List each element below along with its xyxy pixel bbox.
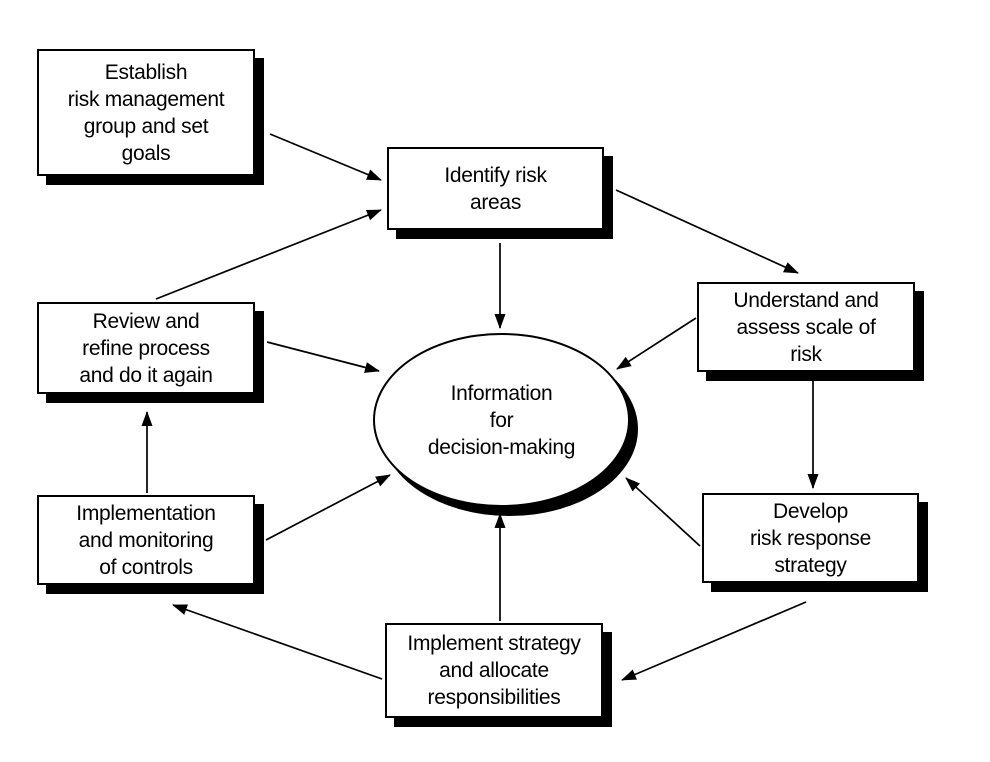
node-identify-risk-areas: Identify risk areas bbox=[387, 147, 604, 230]
node-establish-risk-group: Establish risk management group and set … bbox=[37, 49, 255, 176]
node-implementation-monitoring: Implementation and monitoring of control… bbox=[37, 495, 255, 585]
node-develop-label: Develop risk response strategy bbox=[750, 499, 871, 577]
arrow-monitor-to-information bbox=[265, 474, 391, 541]
arrow-develop-to-information bbox=[625, 477, 701, 547]
arrow-review-to-identify bbox=[155, 209, 382, 300]
node-review-label: Review and refine process and do it agai… bbox=[79, 309, 213, 387]
arrow-establish-to-identify bbox=[269, 133, 382, 181]
node-information-for-decision-making: Information for decision-making bbox=[373, 333, 630, 507]
arrow-identify-to-understand bbox=[615, 189, 799, 274]
node-identify-label: Identify risk areas bbox=[444, 163, 547, 214]
node-implement-label: Implement strategy and allocate responsi… bbox=[407, 632, 581, 709]
center-ellipse-label: Information for decision-making bbox=[427, 381, 576, 459]
node-implement-strategy: Implement strategy and allocate responsi… bbox=[385, 623, 603, 718]
node-monitor-label: Implementation and monitoring of control… bbox=[76, 501, 216, 579]
arrow-develop-to-implement bbox=[621, 601, 807, 681]
arrow-understand-to-information bbox=[616, 317, 697, 370]
node-understand-label: Understand and assess scale of risk bbox=[733, 288, 879, 366]
node-understand-assess-risk: Understand and assess scale of risk bbox=[697, 282, 915, 372]
node-establish-label: Establish risk management group and set … bbox=[67, 60, 225, 165]
arrow-implement-to-monitor bbox=[172, 604, 383, 680]
node-review-refine-process: Review and refine process and do it agai… bbox=[37, 302, 255, 394]
node-develop-response-strategy: Develop risk response strategy bbox=[702, 493, 919, 583]
arrow-review-to-information bbox=[266, 341, 380, 373]
